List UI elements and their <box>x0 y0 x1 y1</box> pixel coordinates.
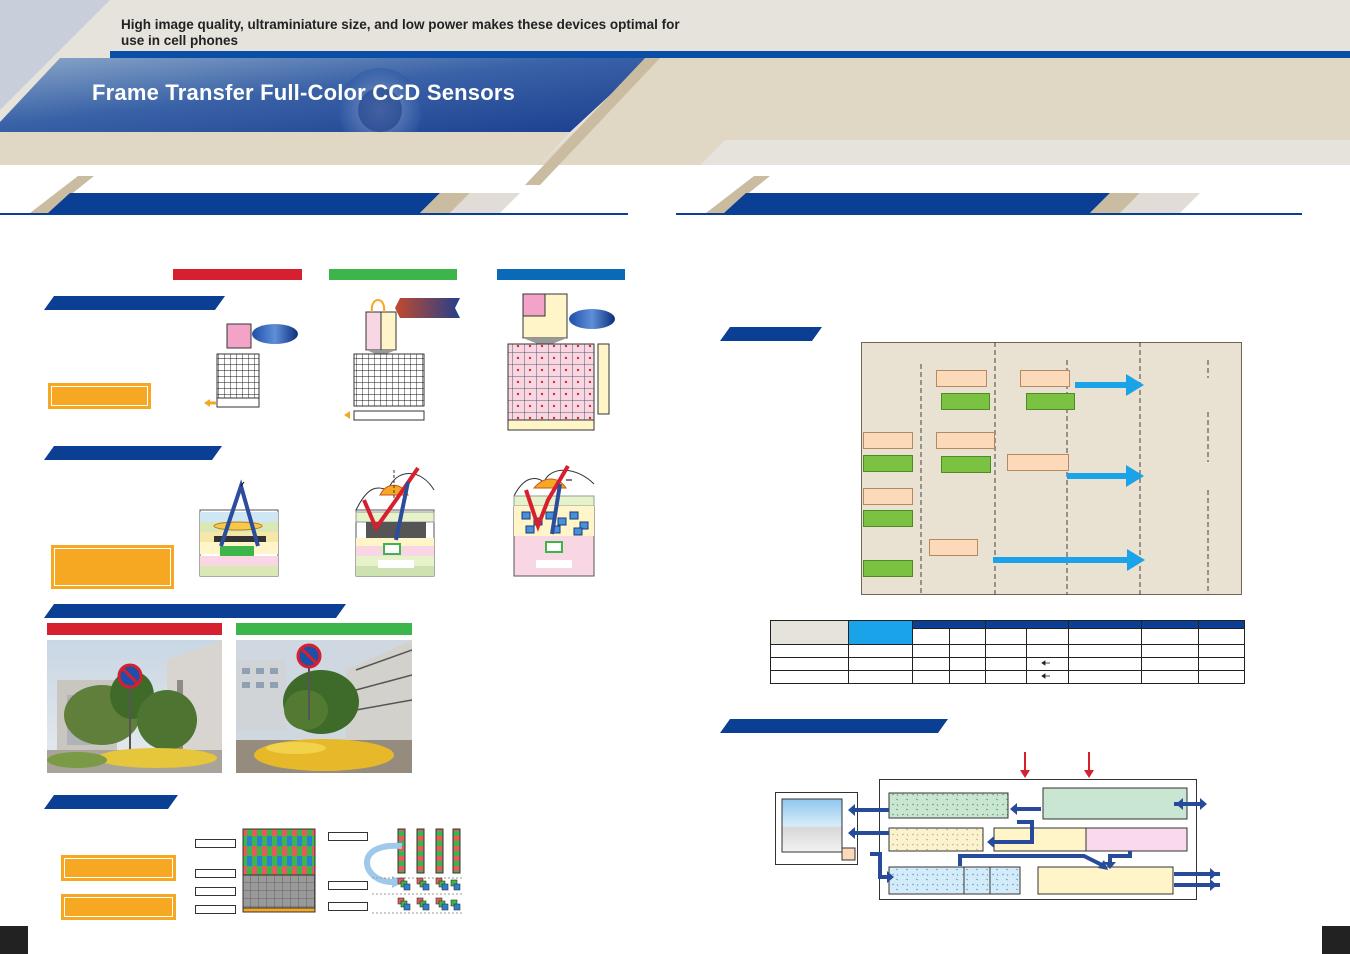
page-number-right <box>1322 926 1350 954</box>
mode-box-peach-5 <box>1007 454 1069 471</box>
photo-bar-red <box>47 623 222 635</box>
spec-table <box>770 620 1245 684</box>
color-filter-diagram <box>242 828 462 914</box>
orange-label-3 <box>61 855 176 881</box>
label-box-7 <box>328 902 368 911</box>
label-box-4 <box>195 905 236 914</box>
mode-box-green-6 <box>863 560 913 577</box>
label-box-1 <box>195 839 236 848</box>
mode-box-peach-1 <box>936 370 987 387</box>
column-bar-green <box>329 269 457 280</box>
photo-sample-conventional <box>47 640 222 773</box>
page-title: Frame Transfer Full-Color CCD Sensors <box>92 80 516 105</box>
photo-sample-new <box>236 640 412 773</box>
orange-label-4 <box>61 894 176 920</box>
orange-label-1 <box>48 383 151 409</box>
mode-box-peach-3 <box>863 432 913 449</box>
subsection-bar-6 <box>720 719 948 733</box>
mode-box-peach-4 <box>936 432 995 449</box>
subsection-bar-5 <box>720 327 822 341</box>
label-box-2 <box>195 869 236 878</box>
mode-box-peach-2 <box>1020 370 1070 387</box>
cross-section-diagrams <box>199 464 595 577</box>
mode-diagram-lines <box>920 342 1209 595</box>
mode-box-peach-7 <box>929 539 978 556</box>
orange-label-2 <box>51 545 174 589</box>
mode-box-green-5 <box>863 510 913 527</box>
photo-bar-green <box>236 623 412 635</box>
subsection-bar-4 <box>44 795 178 809</box>
label-box-6 <box>328 881 368 890</box>
mode-box-green-2 <box>1026 393 1075 410</box>
subsection-bar-2 <box>44 446 222 460</box>
subsection-bar-1 <box>44 296 225 310</box>
header-graphics <box>0 0 1350 215</box>
column-bar-red <box>173 269 302 280</box>
label-box-3 <box>195 887 236 896</box>
mode-box-peach-6 <box>863 488 913 505</box>
sensor-structure-diagrams <box>204 293 615 431</box>
mode-box-green-3 <box>863 455 913 472</box>
header-subtitle: High image quality, ultraminiature size,… <box>121 17 680 48</box>
page-number-left <box>0 926 28 954</box>
subsection-bar-3 <box>44 604 346 618</box>
column-bar-blue <box>497 269 625 280</box>
label-box-5 <box>328 832 368 841</box>
block-diagram <box>775 752 1220 900</box>
mode-box-green-1 <box>941 393 990 410</box>
mode-box-green-4 <box>941 456 991 473</box>
